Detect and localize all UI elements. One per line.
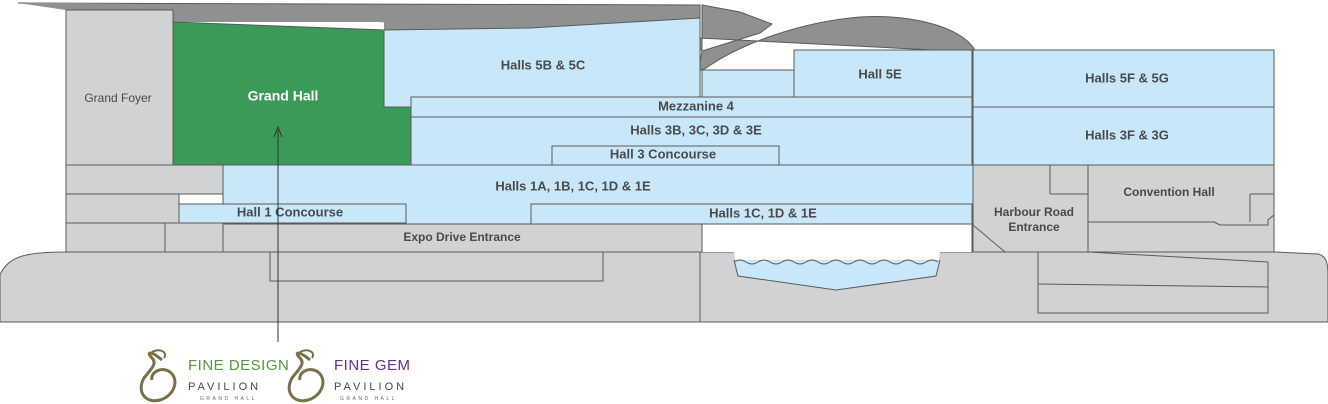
hall-5e-annex [701, 69, 795, 98]
service-block-2 [65, 193, 180, 224]
harbour-road-label-line2: Entrance [1008, 220, 1060, 234]
halls-1c-1e [530, 203, 973, 225]
logo-subtitle-fine-design: PAVILION [188, 381, 261, 393]
right-lower-block [1087, 213, 1275, 253]
hall-5e-label: Hall 5E [858, 66, 902, 81]
logo-title-fine-design: FINE DESIGN [188, 357, 289, 374]
halls-1c-1e-label: Halls 1C, 1D & 1E [709, 205, 817, 220]
hall-1-concourse-label: Hall 1 Concourse [237, 204, 343, 219]
hall-1-concourse [178, 203, 407, 224]
halls-3f-3g [972, 106, 1275, 166]
roof-shape [17, 2, 976, 71]
harbour-road-label-line1: Harbour Road [994, 205, 1074, 219]
hall-5e [793, 49, 973, 98]
logo-subtitle-fine-gem: PAVILION [334, 381, 407, 393]
halls-1a-1e-label: Halls 1A, 1B, 1C, 1D & 1E [495, 178, 651, 193]
logo-fine-design: FINE DESIGN PAVILION GRAND HALL [139, 349, 289, 403]
convention-hall-label: Convention Hall [1123, 185, 1214, 199]
swirl-emblem-icon [139, 349, 177, 403]
grand-foyer [65, 9, 174, 166]
service-block-1 [65, 164, 224, 195]
hall-3-concourse-label: Hall 3 Concourse [610, 146, 716, 161]
grand-foyer-label: Grand Foyer [84, 91, 151, 105]
roof-sweep [18, 2, 700, 55]
halls-5f-5g [972, 49, 1275, 108]
harbour-road-block [972, 164, 1089, 253]
logo-title-fine-gem: FINE GEM [334, 357, 411, 374]
service-block-4 [164, 222, 224, 253]
logo-tag-fine-gem: GRAND HALL [340, 396, 397, 402]
swirl-emblem-icon [287, 349, 325, 403]
grand-hall-label: Grand Hall [248, 88, 319, 104]
halls-5b-5c-label: Halls 5B & 5C [501, 57, 586, 72]
logo-fine-gem: FINE GEM PAVILION GRAND HALL [287, 349, 411, 403]
mezzanine-4-label: Mezzanine 4 [658, 98, 735, 113]
service-block-3 [65, 222, 166, 253]
halls-3b-3e-label: Halls 3B, 3C, 3D & 3E [630, 122, 762, 137]
arrow-head-icon [273, 125, 283, 138]
base-platform [0, 251, 701, 323]
halls-5f-5g-label: Halls 5F & 5G [1085, 70, 1169, 85]
expo-drive-entrance-label: Expo Drive Entrance [403, 230, 521, 244]
logo-tag-fine-design: GRAND HALL [200, 396, 257, 402]
expo-drive-entrance [222, 222, 703, 253]
halls-3f-3g-label: Halls 3F & 3G [1085, 127, 1169, 142]
